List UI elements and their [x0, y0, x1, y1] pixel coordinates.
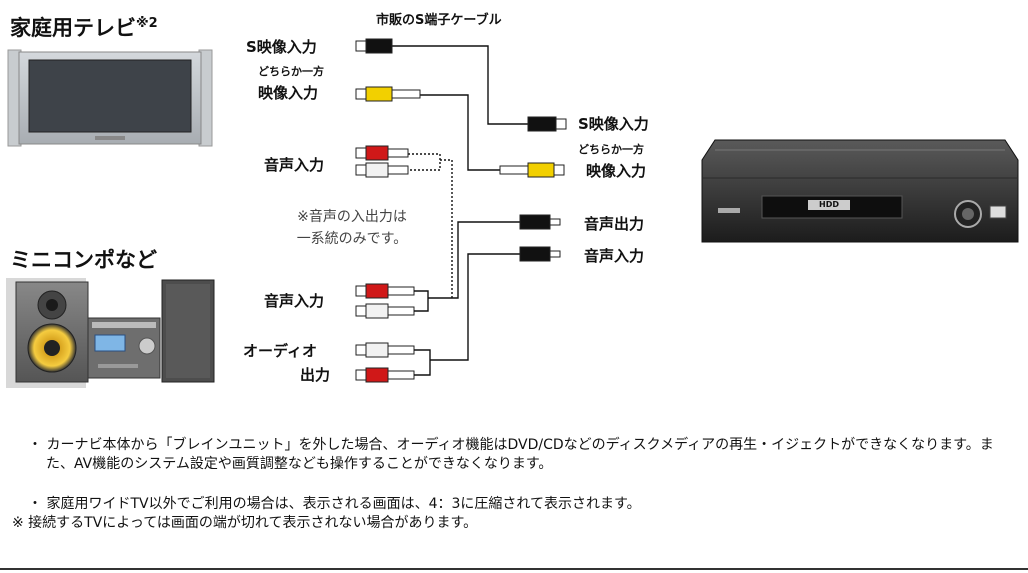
cable-title: 市販のS端子ケーブル [376, 13, 502, 28]
unit-audio-input-label: 音声入力 [584, 247, 645, 265]
unit-audio-output-label: 音声出力 [584, 215, 645, 233]
combo-audio-output-label-2: 出力 [300, 366, 331, 384]
footnote-brain-unit: ・ カーナビ本体から「ブレインユニット」を外した場合、オーディオ機能はDVD/C… [28, 437, 994, 472]
tv-video-input-label: 映像入力 [258, 84, 319, 102]
tv-either-label: どちらか一方 [258, 65, 324, 78]
tv-s-video-input-label: S映像入力 [246, 38, 317, 56]
footnote-widescreen: ・ 家庭用ワイドTV以外でご利用の場合は、表示される画面は、4：3に圧縮されて表… [28, 496, 641, 512]
cables [392, 45, 528, 361]
combo-audio-input-label: 音声入力 [264, 292, 325, 310]
device-display-label: HDD [819, 200, 839, 209]
mini-component-illustration [6, 278, 215, 388]
tv-title: 家庭用テレビ※2 [10, 16, 158, 40]
unit-either-label: どちらか一方 [578, 143, 644, 156]
audio-note: ※音声の入出力は 一系統のみです。 [296, 209, 408, 247]
brain-unit-device [701, 139, 1019, 243]
unit-s-video-input-label: S映像入力 [578, 115, 649, 133]
combo-title: ミニコンポなど [10, 248, 157, 272]
tv-footnote-mark: ※2 [136, 16, 158, 31]
combo-audio-output-label-1: オーディオ [243, 342, 317, 360]
tv-illustration [7, 49, 213, 147]
unit-video-input-label: 映像入力 [586, 162, 647, 180]
tv-audio-input-label: 音声入力 [264, 156, 325, 174]
plugs [355, 38, 567, 383]
bottom-divider [0, 568, 1028, 570]
footnote-screen-edge: ※ 接続するTVによっては画面の端が切れて表示されない場合があります。 [12, 515, 478, 531]
